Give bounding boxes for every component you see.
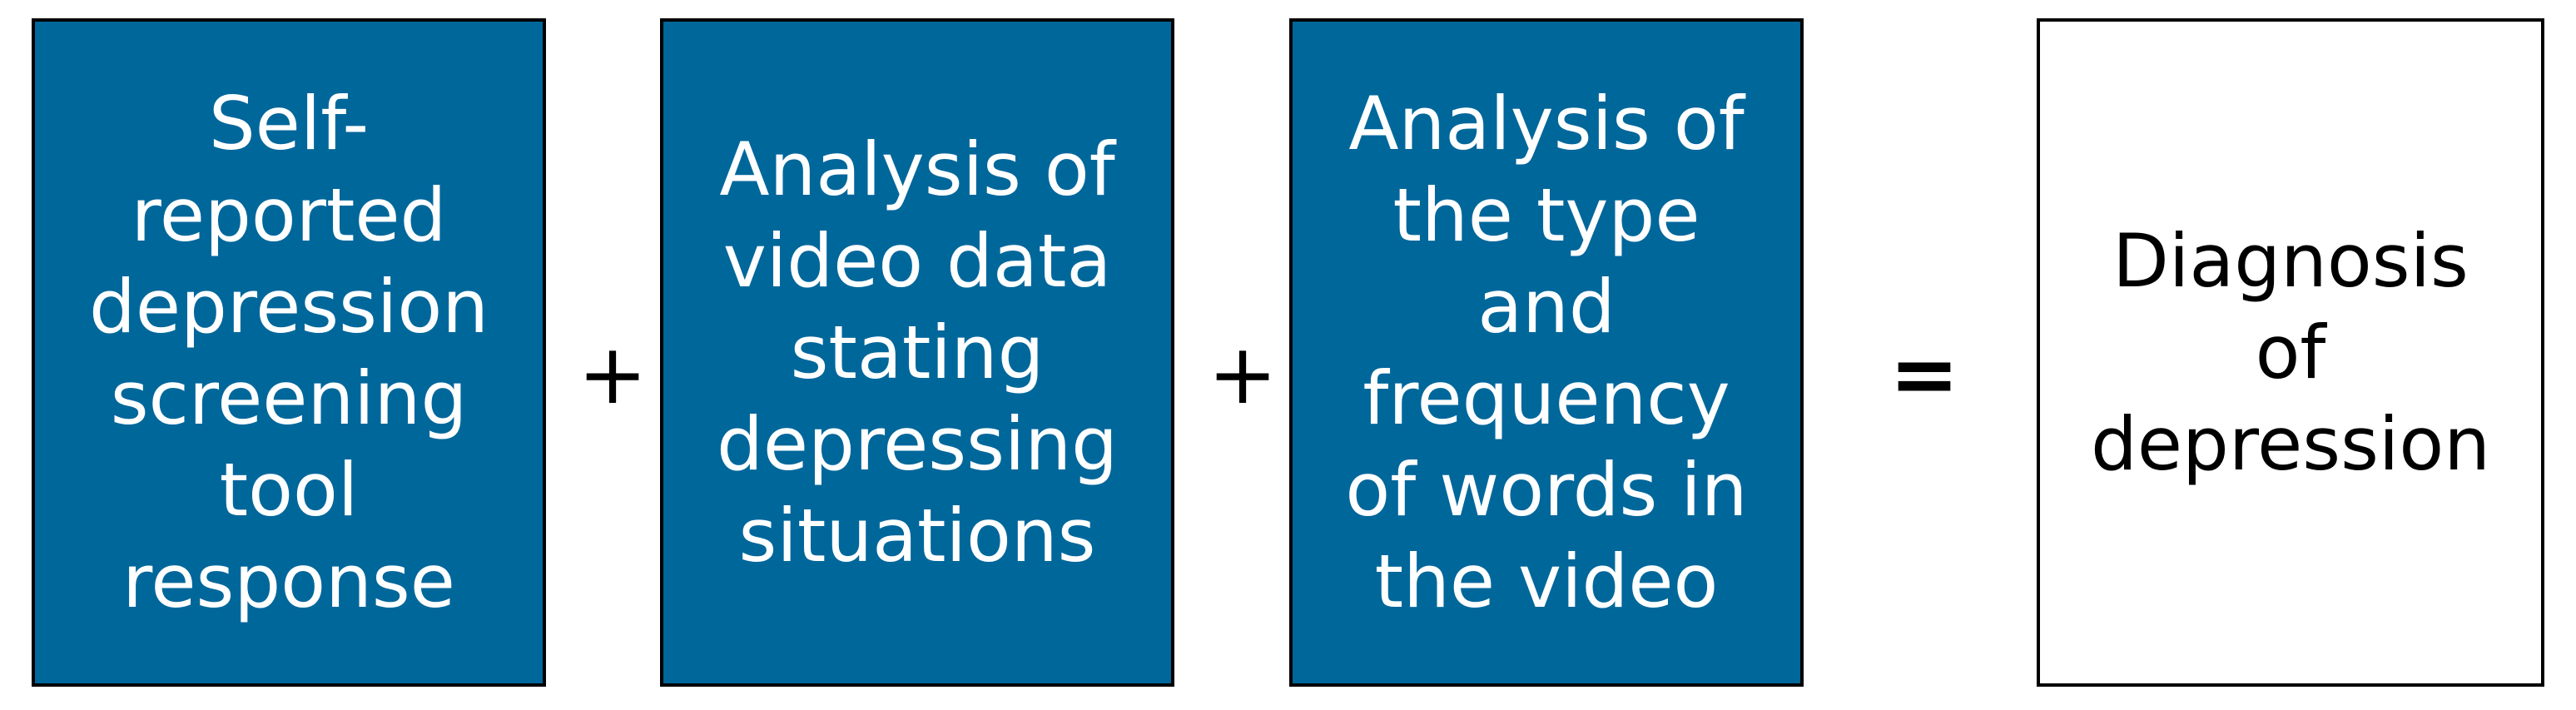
word-analysis-box: Analysis of the type and frequency of wo… (1289, 18, 1804, 687)
video-analysis-label: Analysis of video data stating depressin… (716, 126, 1119, 578)
diagnosis-box: Diagnosis of depression (2037, 18, 2544, 687)
self-reported-screening-label: Self- reported depression screening tool… (88, 80, 489, 624)
self-reported-screening-box: Self- reported depression screening tool… (32, 18, 546, 687)
plus-operator-2: + (1208, 325, 1278, 423)
plus-operator-1: + (578, 325, 648, 423)
diagnosis-label: Diagnosis of depression (2090, 217, 2490, 487)
equals-operator: = (1889, 325, 1959, 423)
video-analysis-box: Analysis of video data stating depressin… (660, 18, 1174, 687)
word-analysis-label: Analysis of the type and frequency of wo… (1345, 80, 1748, 624)
